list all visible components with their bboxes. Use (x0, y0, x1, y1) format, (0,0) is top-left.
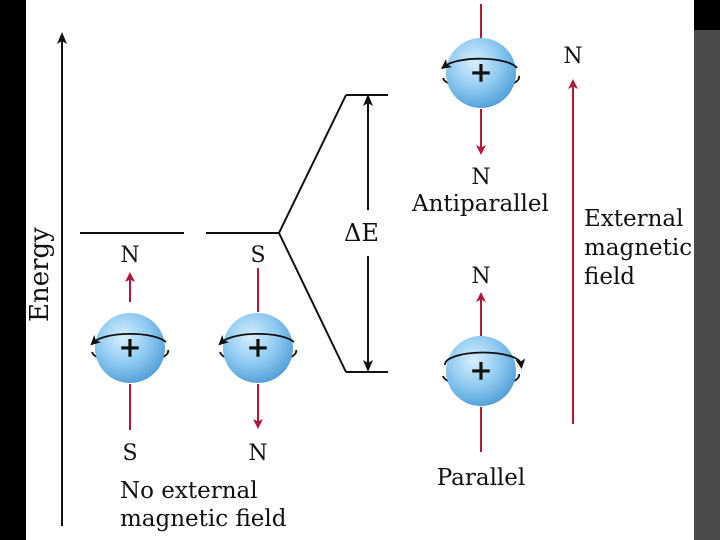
spin-arrow-icon (444, 351, 526, 369)
parallel-label: Parallel (437, 465, 526, 491)
no-field-caption-line1: No external (120, 478, 258, 504)
external-field-label-line1: External (584, 206, 684, 232)
proton-sphere (446, 38, 516, 108)
charge-right: + (246, 331, 269, 364)
pole-label-left-top: N (120, 243, 139, 268)
pole-label-right-top: S (250, 243, 265, 268)
spin-arrow-icon (218, 332, 295, 346)
charge-parallel: + (469, 354, 492, 387)
energy-axis-label: Energy (25, 227, 55, 322)
energy-axis: Energy (25, 32, 67, 526)
antiparallel-label: Antiparallel (411, 191, 549, 217)
external-field-pole: N (563, 44, 582, 69)
delta-e-arrow: ΔE (344, 94, 379, 372)
proton-left: N + S (90, 243, 169, 466)
frame-left (0, 0, 26, 540)
delta-e-label: ΔE (344, 219, 379, 247)
pole-label-parallel-top: N (471, 264, 490, 289)
spin-arrow-icon (440, 57, 518, 69)
panel (26, 0, 694, 540)
external-field-label-line3: field (584, 264, 635, 290)
charge-left: + (118, 331, 141, 364)
proton-right: S + N (218, 243, 297, 466)
external-field-label-line2: magnetic (584, 235, 692, 261)
charge-antiparallel: + (469, 56, 492, 89)
proton-sphere (223, 313, 293, 383)
proton-sphere (95, 313, 165, 383)
pole-label-left-bottom: S (122, 441, 137, 466)
frame-right-top (694, 0, 720, 30)
split-lines (277, 94, 347, 373)
frame-right-bar (694, 30, 720, 540)
pole-label-antiparallel-bottom: N (471, 165, 490, 190)
proton-antiparallel: + N Antiparallel (411, 4, 549, 217)
proton-parallel: N + Parallel (437, 264, 526, 491)
pole-label-right-bottom: N (248, 441, 267, 466)
external-field-arrow: N External magnetic field (563, 44, 692, 424)
no-field-caption-line2: magnetic field (120, 506, 287, 532)
